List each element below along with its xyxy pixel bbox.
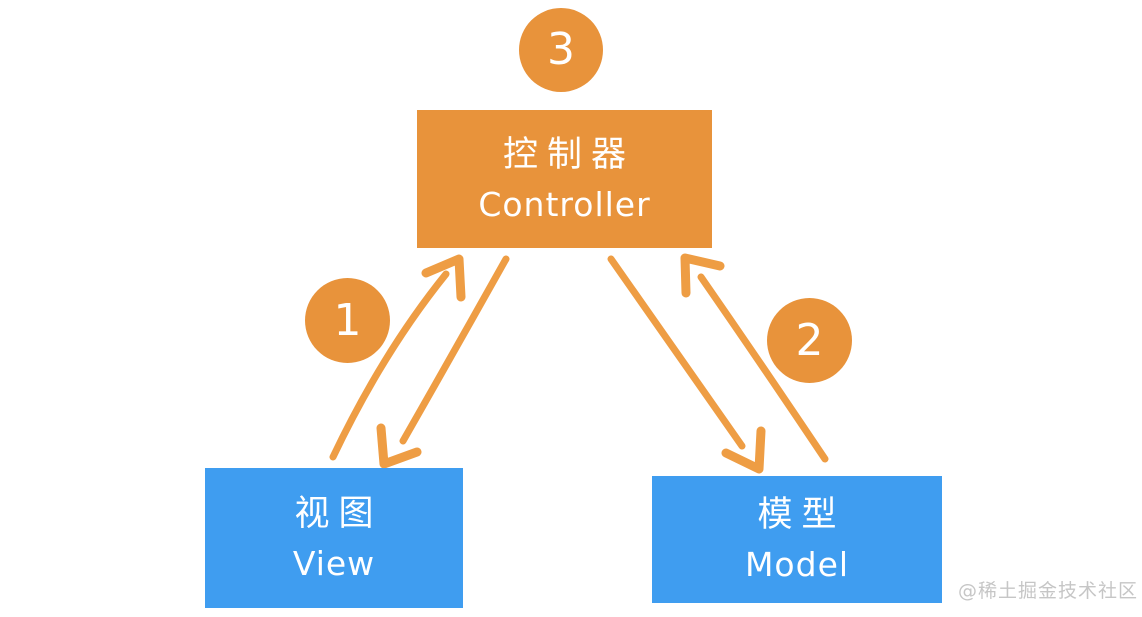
- step-badge-2-label: 2: [795, 314, 824, 366]
- arrow-controller-to-model-icon: [607, 255, 766, 474]
- view-label-en: View: [292, 543, 376, 583]
- watermark: @稀土掘金技术社区: [958, 580, 1139, 602]
- view-label-zh: 视图: [294, 493, 383, 534]
- model-node: 模型 Model: [652, 476, 942, 603]
- step-badge-3-label: 3: [547, 24, 575, 75]
- controller-label-zh: 控制器: [502, 134, 635, 175]
- controller-label-en: Controller: [478, 184, 651, 224]
- step-badge-3: 3: [519, 8, 603, 92]
- view-node: 视图 View: [205, 468, 463, 608]
- arrow-controller-to-view-icon: [376, 255, 510, 469]
- step-badge-2: 2: [767, 298, 852, 383]
- step-badge-1: 1: [305, 278, 390, 363]
- model-label-zh: 模型: [757, 495, 846, 535]
- controller-node: 控制器 Controller: [417, 110, 712, 248]
- model-label-en: Model: [744, 545, 850, 584]
- arrow-model-to-controller-icon: [680, 253, 829, 463]
- step-badge-1-label: 1: [333, 294, 362, 346]
- arrow-view-to-controller-icon: [329, 254, 466, 461]
